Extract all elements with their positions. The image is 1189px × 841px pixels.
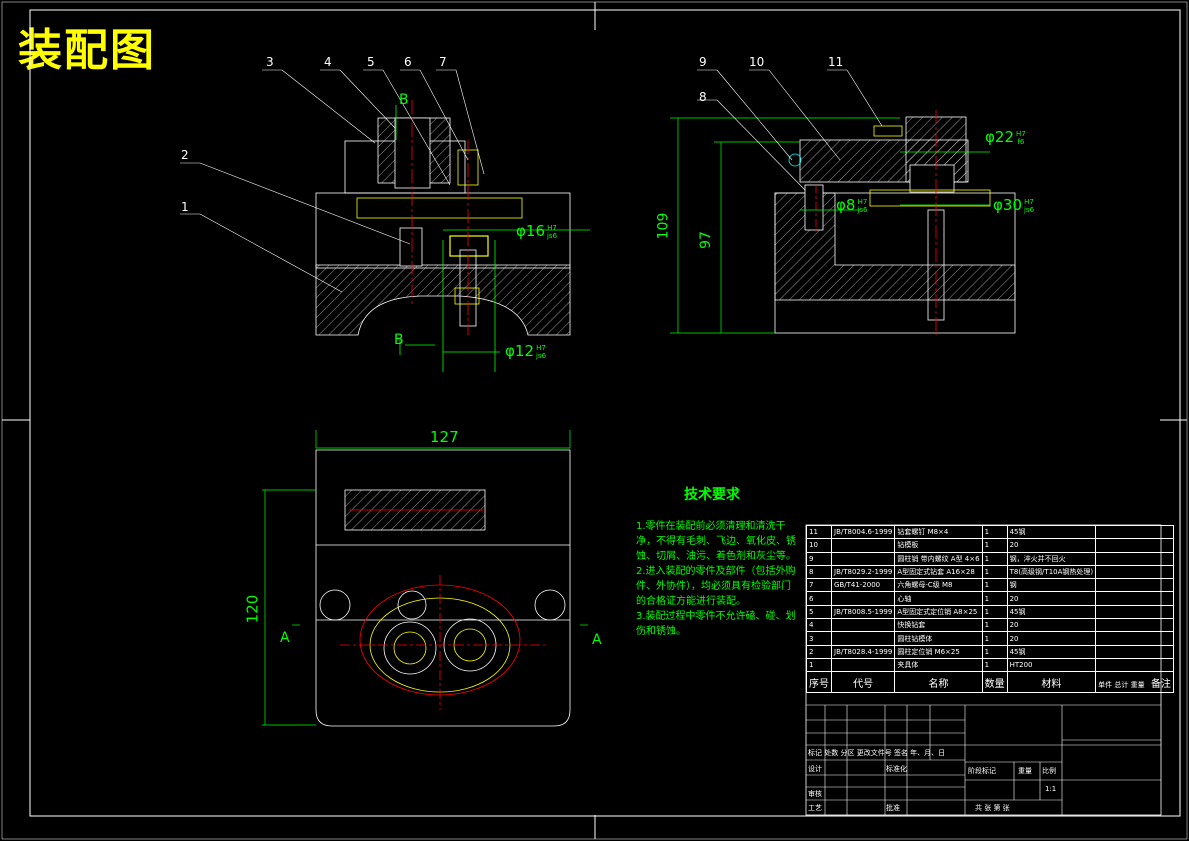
tb-weight: 重量 bbox=[1018, 767, 1032, 775]
balloon-10: 10 bbox=[749, 55, 765, 69]
drawing-title: 装配图 bbox=[18, 25, 156, 76]
tech-item-1: 1.零件在装配前必须清理和清洗干净，不得有毛刺、飞边、氧化皮、锈蚀、切屑、油污、… bbox=[636, 521, 796, 562]
dim-lines-plan bbox=[262, 430, 588, 726]
tb-stage: 阶段标记 bbox=[968, 767, 996, 775]
balloon-9: 9 bbox=[699, 55, 707, 69]
tb-standard: 标准化 bbox=[886, 765, 907, 773]
tb-approve: 批准 bbox=[886, 804, 900, 812]
tb-sheets: 共 张 第 张 bbox=[975, 804, 1010, 812]
tb-scale: 比例 bbox=[1042, 767, 1056, 775]
balloon-11: 11 bbox=[828, 55, 844, 69]
balloon-1: 1 bbox=[181, 200, 189, 214]
dim-w127: 127 bbox=[430, 428, 459, 446]
tech-heading: 技术要求 bbox=[684, 487, 740, 503]
tb-review: 审核 bbox=[808, 790, 822, 798]
tb-scale-value: 1:1 bbox=[1045, 785, 1057, 793]
balloon-4: 4 bbox=[324, 55, 332, 69]
technical-requirements: 技术要求 1.零件在装配前必须清理和清洗干净，不得有毛刺、飞边、氧化皮、锈蚀、切… bbox=[636, 488, 796, 639]
balloon-leaders-front bbox=[180, 69, 485, 293]
section-a-right: A bbox=[592, 632, 602, 648]
dim-h109: 109 bbox=[655, 212, 672, 240]
balloon-6: 6 bbox=[404, 55, 412, 69]
dim-h97: 97 bbox=[697, 231, 714, 249]
dim-lines-side bbox=[670, 117, 990, 334]
balloon-leaders-side bbox=[697, 69, 883, 191]
plan-view bbox=[315, 449, 571, 727]
balloon-5: 5 bbox=[367, 55, 375, 69]
bom-header: 序号代号名称数量材料单件 总计 重量 备注 bbox=[806, 671, 1174, 694]
section-a-left: A bbox=[280, 630, 290, 646]
front-section-view bbox=[315, 100, 590, 372]
tb-row-labels: 标记 处数 分区 更改文件号 签名 年、月、日 bbox=[808, 749, 946, 757]
tech-item-2: 2.进入装配的零件及部件（包括外购件、外协件），均必须具有检验部门的合格证方能进… bbox=[636, 566, 796, 607]
balloon-2: 2 bbox=[181, 148, 189, 162]
side-section-view bbox=[774, 110, 1016, 335]
tb-process: 工艺 bbox=[808, 804, 822, 812]
section-b-bottom: B bbox=[394, 332, 404, 348]
tech-item-3: 3.装配过程中零件不允许磕、碰、划伤和锈蚀。 bbox=[636, 611, 796, 637]
dim-h120: 120 bbox=[243, 594, 262, 624]
balloon-7: 7 bbox=[439, 55, 447, 69]
section-b-top: B bbox=[399, 92, 409, 108]
balloon-8: 8 bbox=[699, 90, 707, 104]
tb-design: 设计 bbox=[808, 765, 822, 773]
balloon-3: 3 bbox=[266, 55, 274, 69]
